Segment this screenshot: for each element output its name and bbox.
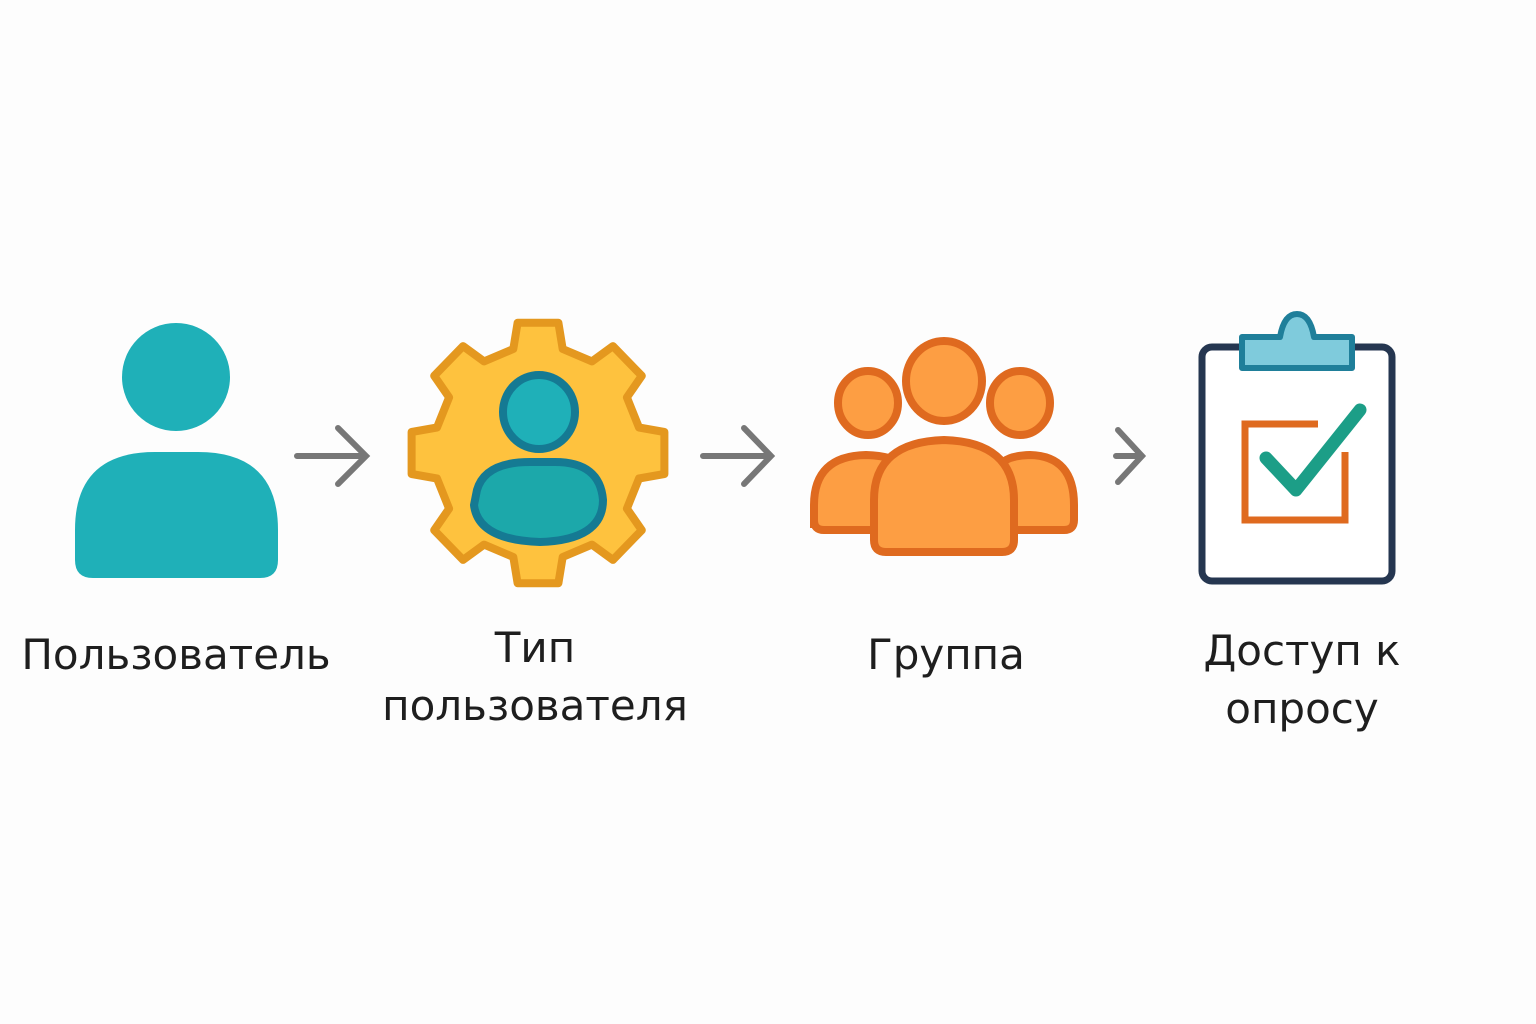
step-label-user-type: Тип пользователя (335, 619, 735, 735)
clipboard-check-icon (1198, 311, 1396, 585)
step-label-user: Пользователь (21, 630, 331, 679)
user-gear-icon (407, 318, 669, 588)
arrow-icon (700, 425, 776, 487)
arrow-icon (1113, 427, 1147, 485)
user-icon (75, 323, 278, 578)
step-label-line: Доступ к (1203, 626, 1401, 675)
step-label-line: опросу (1225, 684, 1379, 733)
step-label-survey-access: Доступ к опросу (1102, 622, 1502, 738)
step-label-line: Тип (494, 623, 576, 672)
arrow-icon (294, 425, 371, 487)
step-label-group: Группа (867, 630, 1025, 679)
group-icon (810, 337, 1078, 556)
step-label-line: пользователя (382, 681, 688, 730)
